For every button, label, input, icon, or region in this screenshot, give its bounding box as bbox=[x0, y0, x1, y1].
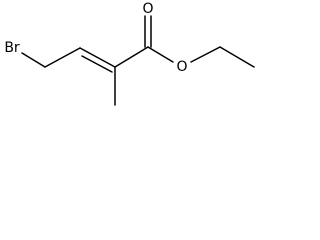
bond-c-o-ester bbox=[147, 46, 174, 63]
bond-o-ch2 bbox=[190, 46, 221, 63]
bond-c-c-double-inner bbox=[81, 55, 113, 73]
bond-c-c-double-outer bbox=[79, 47, 116, 68]
atom-carbonyl-oxygen: O bbox=[142, 1, 153, 17]
atom-ester-oxygen: O bbox=[176, 59, 187, 75]
bond-ethyl bbox=[219, 46, 255, 68]
atom-bromine: Br bbox=[4, 40, 20, 56]
bond-br-ch2 bbox=[21, 52, 46, 68]
bond-ch2-ch bbox=[44, 47, 81, 68]
chemical-structure: Br O O bbox=[4, 1, 255, 106]
bond-c-carbonyl bbox=[114, 46, 149, 68]
